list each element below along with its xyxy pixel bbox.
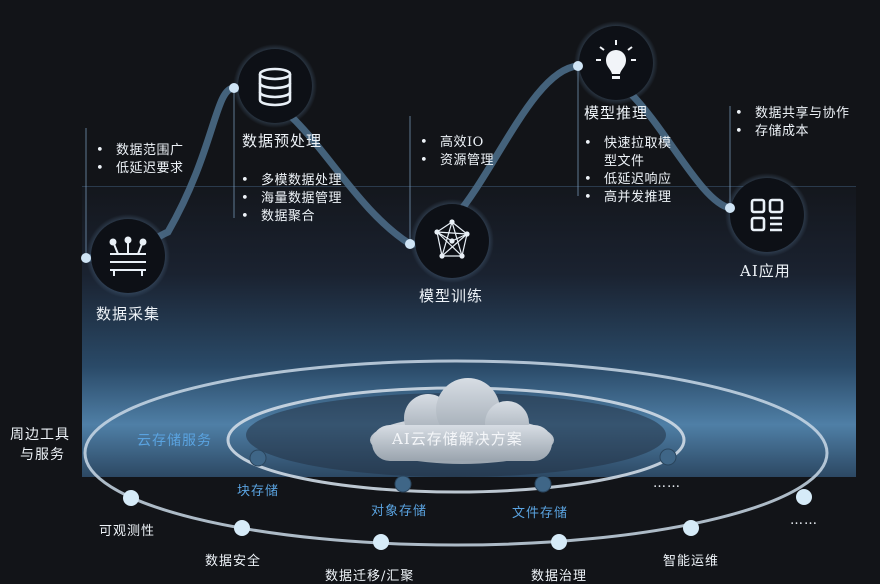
inner-ring-item-block-storage: 块存储 xyxy=(237,484,280,499)
app-grid-icon xyxy=(750,198,784,232)
bullets-ai-application: 数据共享与协作 存储成本 xyxy=(733,105,850,141)
inner-ring-title: 云存储服务 xyxy=(137,433,212,449)
neural-network-icon xyxy=(434,219,470,259)
bullet-item: 数据共享与协作 xyxy=(733,105,850,123)
bullets-model-training: 高效IO 资源管理 xyxy=(418,134,494,170)
outer-ring-item-intelligent-ops: 智能运维 xyxy=(663,554,720,569)
bullet-item: 低延迟响应 xyxy=(582,171,672,189)
outer-ring-item-data-governance: 数据治理 xyxy=(531,569,588,584)
cloud-label: AI云存储解决方案 xyxy=(392,430,523,448)
data-collection-icon xyxy=(109,236,147,276)
stage-label-model-training: 模型训练 xyxy=(419,287,484,305)
bullet-item: 数据聚合 xyxy=(239,208,342,226)
outer-ring-title-line2: 与服务 xyxy=(20,447,65,463)
bullet-item: 存储成本 xyxy=(733,123,850,141)
outer-ring-item-data-migration: 数据迁移/汇聚 xyxy=(325,569,415,584)
stage-label-ai-application: AI应用 xyxy=(740,262,791,280)
bullet-item-continuation: 型文件 xyxy=(604,154,645,169)
lightbulb-icon xyxy=(596,40,636,79)
stage-label-data-preprocessing: 数据预处理 xyxy=(242,132,323,150)
cloud-icon xyxy=(370,378,554,464)
bullet-item: 低延迟要求 xyxy=(94,160,184,178)
bullet-item: 资源管理 xyxy=(418,152,494,170)
bullet-item: 海量数据管理 xyxy=(239,190,342,208)
outer-ring-item-data-security: 数据安全 xyxy=(205,554,262,569)
outer-ring-title-line1: 周边工具 xyxy=(10,427,70,443)
stage-label-data-collection: 数据采集 xyxy=(96,305,161,323)
bullet-item: 高效IO xyxy=(418,134,494,152)
outer-ring-item-observability: 可观测性 xyxy=(99,524,156,539)
inner-ring-dots xyxy=(249,448,677,493)
inner-ring-item-more: …… xyxy=(653,476,681,491)
bullets-data-collection: 数据范围广 低延迟要求 xyxy=(94,142,184,178)
outer-ring-item-more: …… xyxy=(790,513,818,528)
inner-ring-item-file-storage: 文件存储 xyxy=(512,506,569,521)
bullet-item: 数据范围广 xyxy=(94,142,184,160)
stage-label-model-inference: 模型推理 xyxy=(584,104,649,122)
bullet-item: 多模数据处理 xyxy=(239,172,342,190)
bullet-item: 快速拉取模 xyxy=(582,135,672,153)
bullet-item: 高并发推理 xyxy=(582,189,672,207)
inner-ring-item-object-storage: 对象存储 xyxy=(371,504,428,519)
bullets-model-inference: 快速拉取模 型文件 低延迟响应 高并发推理 xyxy=(582,135,672,207)
leader-lines xyxy=(85,66,731,258)
outer-ring-dots xyxy=(123,489,812,550)
curve-dots xyxy=(81,61,735,263)
outer-ring xyxy=(83,359,829,547)
database-icon xyxy=(258,67,292,107)
bullets-data-preprocessing: 多模数据处理 海量数据管理 数据聚合 xyxy=(239,172,342,226)
